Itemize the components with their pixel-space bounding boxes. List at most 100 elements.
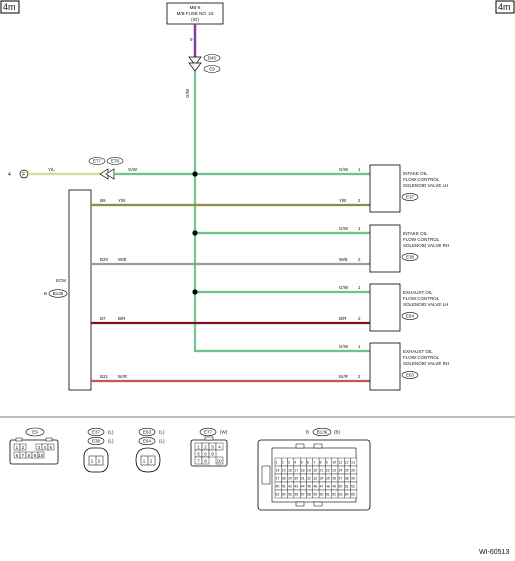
branch-3-id-oval bbox=[401, 312, 419, 320]
branch-2-pin1: 1 bbox=[358, 226, 361, 231]
b136-pin-label: 23 bbox=[332, 469, 336, 473]
e9-pin-label: 3 bbox=[38, 445, 41, 450]
b136-pin-label: 19 bbox=[307, 469, 311, 473]
branch-2-name-line-1: INTAKE OIL bbox=[403, 231, 428, 236]
svg-text:E76: E76 bbox=[111, 159, 120, 164]
svg-text:E37: E37 bbox=[92, 430, 101, 435]
b136-pin-label: 40 bbox=[275, 485, 279, 489]
left-signal-wire-label: Y/L bbox=[48, 167, 55, 172]
branch-2-signal-wire-label-left: W/B bbox=[118, 257, 127, 262]
b136-pin-label: 9 bbox=[326, 461, 328, 465]
b136-pin-label: 50 bbox=[338, 485, 342, 489]
corner-tag-right: 4m bbox=[495, 0, 515, 14]
b136-pin-label: 36 bbox=[332, 477, 336, 481]
branch-1-name-line-3: SOLENOID VALVE LH bbox=[403, 183, 448, 188]
b136-pin-label: 21 bbox=[320, 469, 324, 473]
b136-pin-label: 24 bbox=[338, 469, 342, 473]
b136-pin-label: 55 bbox=[288, 493, 292, 497]
corner-tag-right-text: 4m bbox=[498, 2, 511, 12]
svg-text:E9: E9 bbox=[209, 67, 215, 72]
b136-pin-label: 57 bbox=[301, 493, 305, 497]
left-signal-sym: F bbox=[22, 172, 25, 178]
branch-1-junction bbox=[192, 171, 198, 177]
b136-pin-label: 64 bbox=[345, 493, 349, 497]
b136-pin-label: 33 bbox=[313, 477, 317, 481]
main-trunk-wire-label: G/W bbox=[185, 88, 190, 98]
ecm-title: ECM bbox=[56, 278, 66, 283]
svg-text:E63: E63 bbox=[143, 430, 152, 435]
branch-4-pin1-wire-label: G/W bbox=[339, 344, 349, 349]
svg-text:(L): (L) bbox=[159, 439, 165, 444]
svg-text:B45: B45 bbox=[208, 56, 217, 61]
b136-pin-label: 52 bbox=[351, 485, 355, 489]
branch-3-name-line-2: FLOW CONTROL bbox=[403, 296, 440, 301]
fuse-box: MB-9 M/B FUSE NO. 24 (IG) bbox=[166, 2, 224, 25]
e9-pin-label: 2 bbox=[22, 445, 25, 450]
e77-pin-label: 3 bbox=[211, 444, 214, 449]
svg-text:2: 2 bbox=[150, 458, 153, 463]
branch-3-pin1-wire-label: G/W bbox=[339, 285, 349, 290]
b136-pin-label: 58 bbox=[307, 493, 311, 497]
b136-pin-label: 65 bbox=[351, 493, 355, 497]
branch-4-solenoid-box bbox=[369, 342, 401, 391]
branch-2-ecm-terminal: B20 bbox=[100, 257, 109, 262]
corner-tag-left: 4m bbox=[0, 0, 20, 14]
e9-pin-cell bbox=[37, 451, 45, 459]
b136-pin-label: 18 bbox=[301, 469, 305, 473]
branch-1-name-line-2: FLOW CONTROL bbox=[403, 177, 440, 182]
e77-pin-label: 9 bbox=[211, 451, 214, 456]
joint-connector-id-e77: E77 bbox=[88, 157, 106, 165]
fuse-line2: M/B FUSE NO. 24 bbox=[177, 11, 214, 16]
b136-pin-label: 54 bbox=[282, 493, 286, 497]
ecm-id: B136 bbox=[48, 289, 68, 298]
b136-pin-label: 56 bbox=[294, 493, 298, 497]
b136-pin-label: 48 bbox=[326, 485, 330, 489]
e77-pin-label: 7 bbox=[197, 458, 200, 463]
fuse-line1: MB-9 bbox=[190, 5, 201, 10]
branch-4-signal-wire-label-right: Br/R bbox=[339, 374, 349, 379]
figure-code: WI-60513 bbox=[479, 549, 509, 556]
branch-2-id: E38 bbox=[406, 255, 415, 260]
b136-pin-label: 49 bbox=[332, 485, 336, 489]
b136-pin-label: 13 bbox=[351, 461, 355, 465]
svg-text:E77: E77 bbox=[204, 430, 213, 435]
branch-2-solenoid-box bbox=[369, 224, 401, 273]
branch-1-signal-wire-label-left: Y/B bbox=[118, 198, 125, 203]
branch-3-name-line-1: EXHAUST OIL bbox=[403, 290, 433, 295]
branch-3-pin2: 2 bbox=[358, 316, 361, 321]
b136-pin-label: 63 bbox=[338, 493, 342, 497]
b136-pin-label: 6 bbox=[307, 461, 309, 465]
b136-pin-label: 32 bbox=[307, 477, 311, 481]
e9-pin-label: 8 bbox=[28, 453, 31, 458]
b136-pin-label: 34 bbox=[320, 477, 324, 481]
b136-pin-label: 11 bbox=[338, 461, 342, 465]
e9-pin-label: 6 bbox=[16, 453, 19, 458]
svg-text:1: 1 bbox=[91, 458, 94, 463]
b136-pin-label: 42 bbox=[288, 485, 292, 489]
branch-4-signal-wire-label-left: Br/R bbox=[118, 374, 128, 379]
svg-text:B136: B136 bbox=[53, 291, 64, 296]
svg-text:(W): (W) bbox=[220, 430, 228, 435]
branch-4-id-oval bbox=[401, 371, 419, 379]
b136-pin-label: 4 bbox=[294, 461, 296, 465]
b136-pin-label: 7 bbox=[313, 461, 315, 465]
branch-3-ecm-terminal: B7 bbox=[100, 316, 106, 321]
e9-pin-cell bbox=[19, 443, 27, 451]
branch-1-name-line-1: INTAKE OIL bbox=[403, 171, 428, 176]
ecm-prefix: B bbox=[44, 291, 47, 296]
b136-pin-label: 44 bbox=[301, 485, 305, 489]
b136-pin-label: 59 bbox=[313, 493, 317, 497]
b136-pin-label: 12 bbox=[345, 461, 349, 465]
branch-2-pin2: 2 bbox=[358, 257, 361, 262]
e77-pin-label: 1 bbox=[197, 444, 200, 449]
branch-1-signal-wire-label-right: Y/B bbox=[339, 198, 346, 203]
branch-1-pin2: 2 bbox=[358, 198, 361, 203]
e9-pin-label: 1 bbox=[16, 445, 19, 450]
b136-pin-label: 31 bbox=[301, 477, 305, 481]
joint-connector-symbol bbox=[99, 168, 115, 180]
